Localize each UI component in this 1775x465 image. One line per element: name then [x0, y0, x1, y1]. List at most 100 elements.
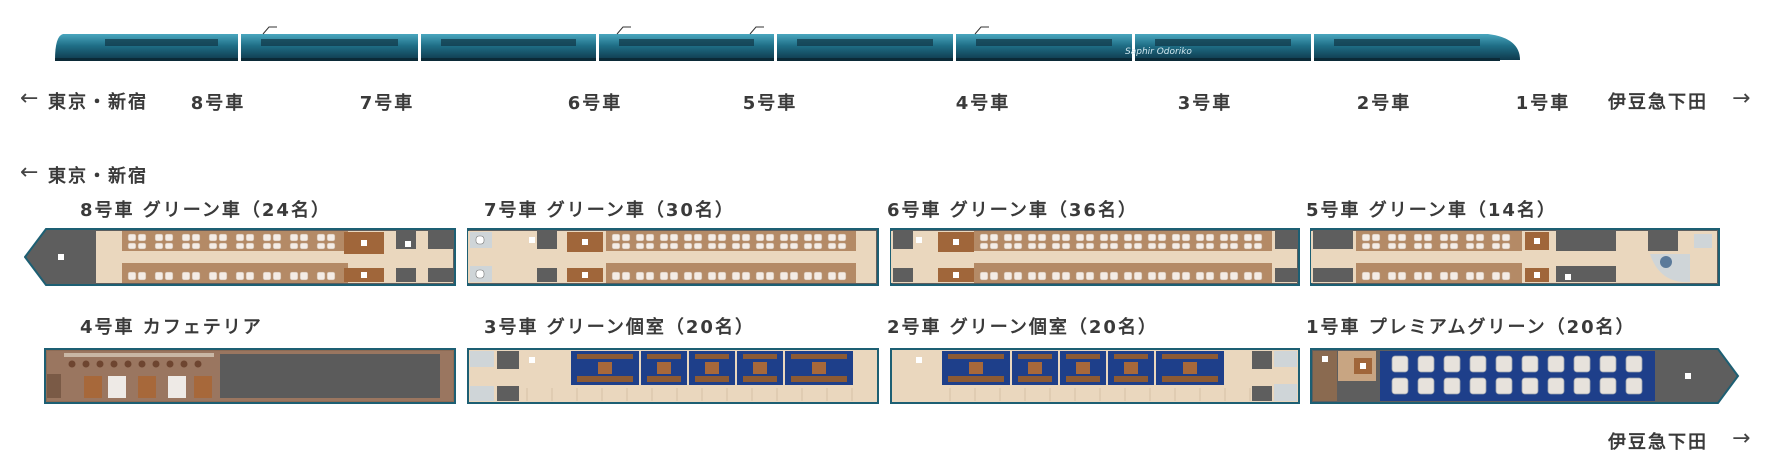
seat	[659, 271, 669, 281]
room-seat	[791, 376, 847, 382]
seat	[272, 233, 282, 242]
door-marker	[58, 254, 64, 260]
seat	[1229, 271, 1239, 281]
seat	[1219, 233, 1229, 242]
seat	[1075, 271, 1085, 281]
train-window-band	[441, 39, 576, 46]
seat	[707, 242, 717, 250]
train-car-body	[599, 34, 774, 60]
room-table	[969, 362, 983, 374]
seat	[837, 242, 847, 250]
seat	[127, 233, 137, 242]
train-underframe	[956, 58, 1132, 61]
equipment-block	[428, 231, 453, 249]
room-seat-back	[647, 354, 681, 359]
seat	[779, 271, 789, 281]
premium-seat	[1599, 355, 1617, 373]
car-label-5: 5号車	[742, 93, 798, 114]
seat	[1387, 233, 1397, 242]
seat	[1003, 233, 1013, 242]
car-label-8: 8号車	[190, 93, 246, 114]
cabinet	[47, 374, 61, 398]
door-marker	[1322, 356, 1328, 362]
toilet-icon	[475, 269, 485, 279]
seat	[1397, 271, 1407, 281]
seat	[1491, 271, 1501, 281]
seat	[235, 271, 245, 281]
premium-seat	[1495, 355, 1513, 373]
seat	[707, 233, 717, 242]
seat	[1013, 233, 1023, 242]
seat	[717, 271, 727, 281]
car8-floorplan	[24, 228, 456, 286]
train-underframe	[1135, 58, 1311, 61]
train-underframe	[599, 58, 774, 61]
arrow-right-icon: →	[1732, 426, 1751, 451]
car2-floorplan	[890, 348, 1300, 404]
seat	[1085, 233, 1095, 242]
car5-floorplan	[1310, 228, 1720, 286]
seat	[289, 242, 299, 250]
direction-left-label: 東京・新宿	[48, 92, 148, 113]
seat	[1181, 242, 1191, 250]
seat	[262, 242, 272, 250]
restroom	[1274, 351, 1297, 367]
seat	[803, 271, 813, 281]
seat	[218, 233, 228, 242]
premium-seat	[1469, 377, 1487, 395]
car1-floorplan	[1310, 348, 1740, 404]
seat	[1123, 242, 1133, 250]
seat	[707, 271, 717, 281]
seat	[1423, 233, 1433, 242]
seat	[1413, 242, 1423, 250]
seat	[127, 242, 137, 250]
train-underframe	[421, 58, 596, 61]
seat	[1371, 233, 1381, 242]
seat	[164, 271, 174, 281]
seat	[1003, 242, 1013, 250]
seat	[1491, 233, 1501, 242]
premium-seat	[1417, 377, 1435, 395]
car-label-2: 2号車	[1356, 93, 1412, 114]
seat	[779, 242, 789, 250]
car-label-6: 6号車	[567, 93, 623, 114]
car4-title: 4号車 カフェテリア	[80, 317, 263, 338]
restroom	[1274, 384, 1297, 401]
seat	[245, 271, 255, 281]
seat	[765, 233, 775, 242]
seat	[272, 242, 282, 250]
stool	[110, 360, 118, 368]
seat	[717, 233, 727, 242]
seat	[635, 233, 645, 242]
room-seat-back	[791, 354, 847, 359]
seat	[989, 271, 999, 281]
table	[168, 376, 186, 398]
seat	[1157, 233, 1167, 242]
seat	[683, 271, 693, 281]
room-seat	[948, 376, 1004, 382]
seat	[1037, 242, 1047, 250]
seat	[1027, 242, 1037, 250]
counter	[64, 353, 214, 357]
seat	[235, 233, 245, 242]
seat	[1439, 271, 1449, 281]
seat	[1027, 271, 1037, 281]
table	[138, 376, 156, 398]
room-seat-back	[948, 354, 1004, 359]
seat	[979, 242, 989, 250]
seat	[154, 233, 164, 242]
floorplan-group	[24, 228, 456, 286]
seat	[191, 242, 201, 250]
premium-seat	[1417, 355, 1435, 373]
stool	[124, 360, 132, 368]
seat	[621, 271, 631, 281]
seat	[289, 271, 299, 281]
seat	[1133, 271, 1143, 281]
room-seat-back	[577, 354, 633, 359]
seat	[316, 233, 326, 242]
restroom	[470, 351, 494, 367]
seat	[1229, 242, 1239, 250]
door-marker	[953, 239, 959, 245]
seat	[1051, 271, 1061, 281]
seat	[1157, 242, 1167, 250]
